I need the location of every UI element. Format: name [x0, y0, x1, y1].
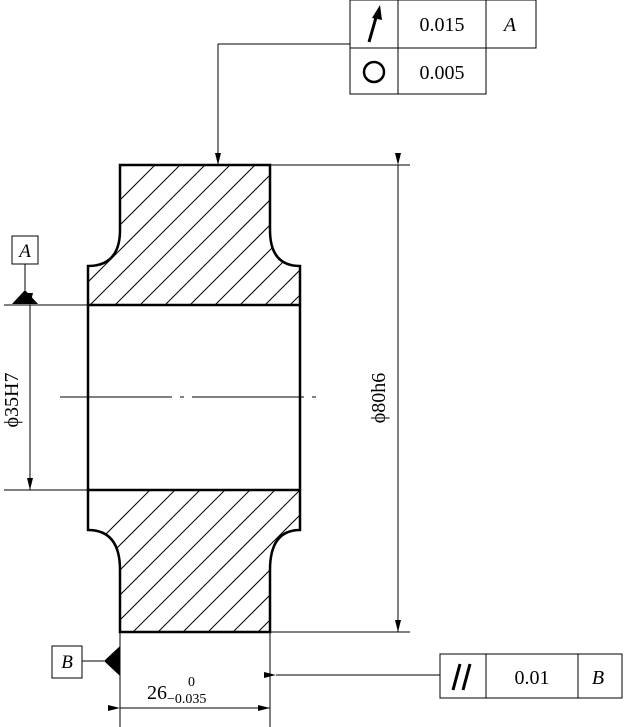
datum-a: A — [11, 235, 39, 304]
width-lower-deviation: −0.035 — [167, 692, 206, 707]
parallelism-datum: B — [592, 667, 604, 689]
outer-dimension: ϕ80h6 — [270, 153, 410, 633]
runout-value: 0.015 — [420, 14, 465, 36]
circle-icon — [362, 60, 386, 84]
tolerance-frame-top: 0.015 A 0.005 — [215, 0, 537, 165]
section-outline-top — [86, 163, 302, 307]
roundness-value: 0.005 — [420, 62, 465, 84]
tolerance-frame-bottom: 0.01 B — [264, 653, 623, 699]
width-dimension: 26 0 −0.035 — [108, 632, 271, 727]
section-outline-bottom — [86, 488, 302, 634]
datum-b-triangle — [104, 646, 120, 676]
outer-diameter-label: ϕ80h6 — [368, 373, 390, 424]
bore-dimension: ϕ35H7 — [1, 293, 88, 491]
parallelism-icon — [451, 663, 472, 691]
hatch-top — [88, 165, 300, 305]
runout-datum: A — [502, 14, 517, 36]
datum-b: B — [51, 645, 120, 679]
datum-b-label: B — [61, 652, 73, 673]
parallelism-value: 0.01 — [515, 667, 550, 689]
width-base-label: 26 — [147, 682, 167, 704]
datum-a-label: A — [17, 241, 31, 262]
circular-runout-arrow-icon — [367, 5, 382, 43]
hatch-bottom — [88, 490, 300, 632]
datum-a-triangle — [12, 290, 38, 304]
width-upper-deviation: 0 — [188, 675, 195, 690]
bore-diameter-label: ϕ35H7 — [1, 373, 23, 428]
